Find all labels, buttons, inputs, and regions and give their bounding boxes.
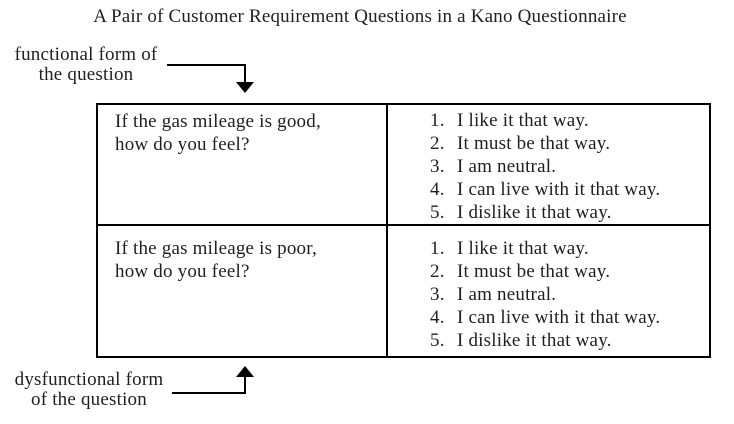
dysfunctional-form-label-line1: dysfunctional form bbox=[14, 369, 164, 390]
functional-connector-vertical-line bbox=[244, 64, 246, 83]
option-text: I am neutral. bbox=[457, 156, 557, 177]
option-number: 2. bbox=[430, 133, 445, 154]
option-number: 3. bbox=[430, 284, 445, 305]
option-number: 5. bbox=[430, 202, 445, 223]
option-text: I am neutral. bbox=[457, 284, 557, 305]
option-number: 1. bbox=[430, 238, 445, 259]
functional-connector-horizontal-line bbox=[167, 64, 246, 66]
functional-form-label-line2: the question bbox=[38, 64, 134, 85]
functional-question-cell: If the gas mileage is good, how do you f… bbox=[98, 105, 388, 226]
option-text: I can live with it that way. bbox=[457, 307, 661, 328]
option-item: 4. I can live with it that way. bbox=[430, 306, 705, 329]
functional-options-cell: 1. I like it that way. 2. It must be tha… bbox=[388, 105, 709, 226]
dysfunctional-form-label: dysfunctional form of the question bbox=[2, 370, 176, 410]
option-number: 2. bbox=[430, 261, 445, 282]
option-item: 5. I dislike it that way. bbox=[430, 329, 705, 352]
dysfunctional-question-cell: If the gas mileage is poor, how do you f… bbox=[98, 226, 388, 356]
option-item: 2. It must be that way. bbox=[430, 260, 705, 283]
option-text: I dislike it that way. bbox=[457, 202, 612, 223]
option-text: I like it that way. bbox=[457, 238, 589, 259]
functional-form-label: functional form of the question bbox=[4, 45, 168, 85]
dysfunctional-connector-vertical-line bbox=[244, 377, 246, 394]
arrow-down-icon bbox=[236, 82, 254, 93]
question-line: If the gas mileage is poor, bbox=[115, 238, 317, 259]
option-item: 3. I am neutral. bbox=[430, 283, 705, 306]
option-item: 2. It must be that way. bbox=[430, 132, 705, 155]
figure-title: A Pair of Customer Requirement Questions… bbox=[93, 6, 627, 27]
arrow-up-icon bbox=[236, 366, 254, 377]
option-item: 3. I am neutral. bbox=[430, 155, 705, 178]
option-number: 1. bbox=[430, 110, 445, 131]
question-line: how do you feel? bbox=[115, 134, 250, 155]
option-text: It must be that way. bbox=[457, 261, 611, 282]
functional-form-label-line1: functional form of bbox=[14, 44, 158, 65]
option-number: 4. bbox=[430, 307, 445, 328]
question-line: how do you feel? bbox=[115, 261, 250, 282]
dysfunctional-form-label-line2: of the question bbox=[31, 389, 147, 410]
option-item: 1. I like it that way. bbox=[430, 109, 705, 132]
option-number: 5. bbox=[430, 330, 445, 351]
option-text: It must be that way. bbox=[457, 133, 611, 154]
questionnaire-table: If the gas mileage is good, how do you f… bbox=[96, 103, 711, 358]
option-item: 4. I can live with it that way. bbox=[430, 178, 705, 201]
dysfunctional-connector-horizontal-line bbox=[172, 392, 246, 394]
option-text: I dislike it that way. bbox=[457, 330, 612, 351]
option-number: 3. bbox=[430, 156, 445, 177]
option-number: 4. bbox=[430, 179, 445, 200]
option-item: 1. I like it that way. bbox=[430, 237, 705, 260]
question-line: If the gas mileage is good, bbox=[115, 111, 321, 132]
option-text: I can live with it that way. bbox=[457, 179, 661, 200]
option-item: 5. I dislike it that way. bbox=[430, 201, 705, 224]
option-text: I like it that way. bbox=[457, 110, 589, 131]
dysfunctional-options-cell: 1. I like it that way. 2. It must be tha… bbox=[388, 226, 709, 356]
